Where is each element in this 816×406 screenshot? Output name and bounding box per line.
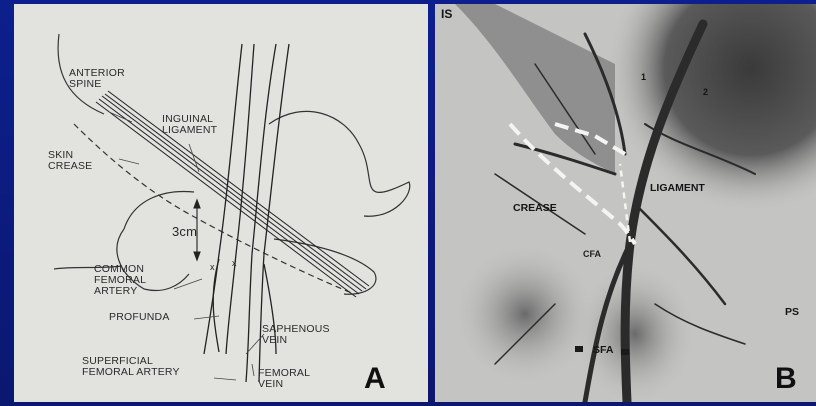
svg-text:x: x [232, 258, 237, 268]
anatomy-drawing: x x [14, 4, 428, 402]
is-label: IS [441, 7, 452, 21]
distance-label: 3cm [172, 226, 197, 237]
panel-a-letter: A [364, 362, 386, 396]
artery-left-wall [204, 44, 242, 354]
ligament-label: LIGAMENT [650, 182, 705, 194]
radiograph-image [435, 4, 816, 402]
femoral-vein-label: FEMORAL VEIN [258, 368, 310, 390]
anterior-spine-label: ANTERIOR SPINE [69, 68, 125, 90]
sfa-label: SFA [593, 344, 613, 356]
crease-label: CREASE [513, 202, 557, 214]
skin-crease-label: SKIN CREASE [48, 150, 92, 172]
svg-text:x: x [210, 262, 215, 272]
panel-a-drawing: x x ANTERIOR SPINE INGUINAL LIGAMENT SKI… [14, 4, 428, 402]
cfa-label: CFA [583, 249, 601, 259]
common-femoral-artery-label: COMMON FEMORAL ARTERY [94, 264, 146, 297]
marker-1-label: 1 [641, 72, 646, 82]
superficial-femoral-artery-label: SUPERFICIAL FEMORAL ARTERY [82, 356, 180, 378]
pelvis-outline-right [269, 111, 410, 216]
panel-b-letter: B [775, 362, 797, 396]
panel-b-radiograph: IS LIGAMENT CREASE CFA SFA PS 1 2 B [435, 4, 816, 402]
saphenous-vein-label: SAPHENOUS VEIN [262, 324, 330, 346]
profunda-label: PROFUNDA [109, 312, 170, 323]
profunda-branch [213, 259, 219, 352]
marker-2-label: 2 [703, 87, 708, 97]
ps-label: PS [785, 306, 799, 318]
inguinal-ligament-label: INGUINAL LIGAMENT [162, 114, 217, 136]
